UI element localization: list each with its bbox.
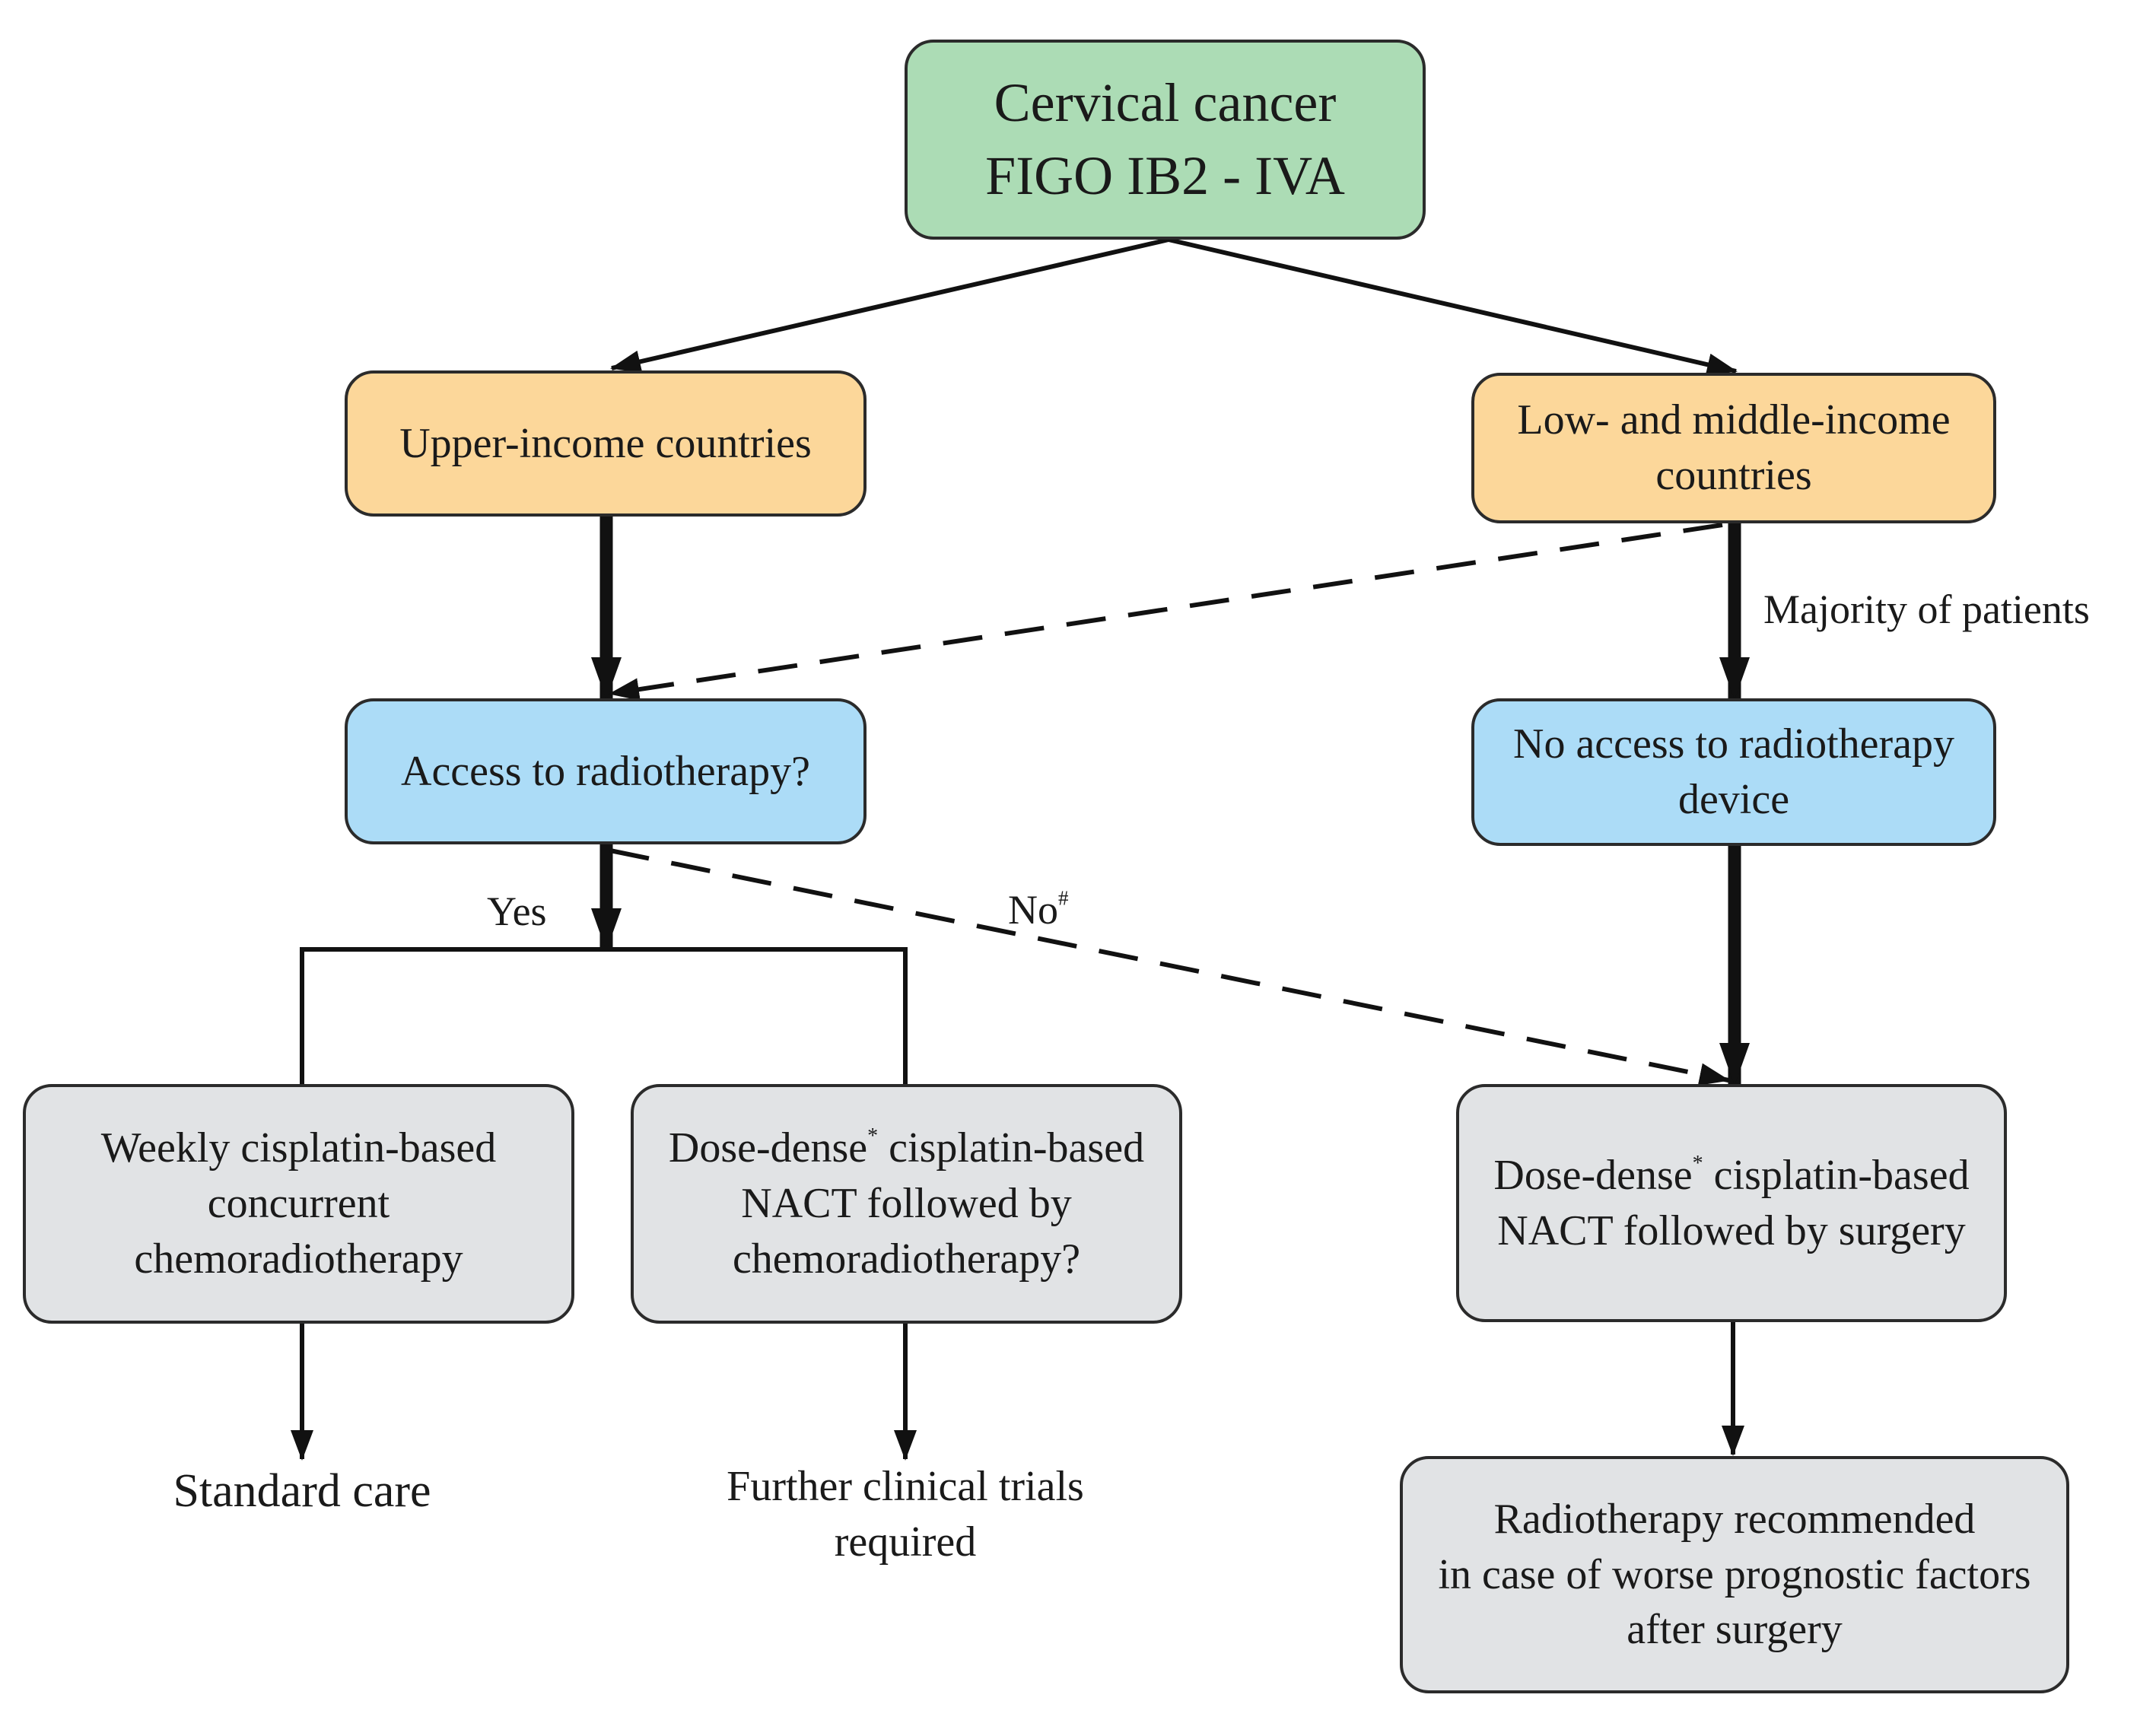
- edge-label-no-hash: #: [1058, 886, 1069, 910]
- node-low-middle-income-countries: Low- and middle-income countries: [1471, 373, 1996, 523]
- nact-crt-line1: Dose-dense* cisplatin-based: [668, 1124, 1145, 1172]
- weekly-crt-line1: Weekly cisplatin-based: [100, 1124, 497, 1172]
- node-no-access-to-radiotherapy: No access to radiotherapy device: [1471, 698, 1996, 846]
- upper-income-label: Upper-income countries: [399, 419, 812, 467]
- dashed-arrow-lmic-to-access: [609, 523, 1723, 701]
- nact-surgery-line2: NACT followed by surgery: [1497, 1207, 1966, 1254]
- node-radiotherapy-recommended: Radiotherapy recommended in case of wors…: [1400, 1456, 2069, 1693]
- root-node-cervical-cancer: Cervical cancer FIGO IB2 - IVA: [905, 40, 1426, 240]
- node-dose-dense-nact-crt: Dose-dense* cisplatin-based NACT followe…: [631, 1084, 1182, 1324]
- nact-crt-asterisk: *: [867, 1124, 879, 1149]
- node-dose-dense-nact-surgery: Dose-dense* cisplatin-based NACT followe…: [1456, 1084, 2007, 1322]
- arrow-root-to-lmic: [1168, 237, 1738, 377]
- edge-label-yes: Yes: [487, 889, 547, 934]
- yes-branch-bracket: [300, 947, 908, 1084]
- weekly-crt-line2: concurrent: [207, 1180, 390, 1228]
- root-stage: FIGO IB2 - IVA: [985, 145, 1345, 206]
- lmic-label-line2: countries: [1655, 452, 1812, 499]
- nact-crt-line3: chemoradiotherapy?: [732, 1235, 1081, 1283]
- no-access-label-line2: device: [1677, 776, 1790, 823]
- edge-label-majority-of-patients: Majority of patients: [1763, 587, 2090, 632]
- rt-rec-line1: Radiotherapy recommended: [1493, 1495, 1976, 1543]
- nact-crt-line2: NACT followed by: [741, 1180, 1072, 1228]
- further-trials-line2: required: [834, 1518, 977, 1566]
- no-access-label-line1: No access to radiotherapy: [1513, 720, 1954, 768]
- node-upper-income-countries: Upper-income countries: [345, 370, 867, 517]
- arrow-root-to-upper-income: [610, 237, 1169, 374]
- nact-surgery-line1: Dose-dense* cisplatin-based: [1493, 1151, 1970, 1199]
- node-weekly-cisplatin-crt: Weekly cisplatin-based concurrent chemor…: [23, 1084, 574, 1324]
- nact-surgery-asterisk: *: [1692, 1151, 1703, 1175]
- edge-label-no: No#: [1008, 886, 1069, 933]
- further-trials-line1: Further clinical trials: [727, 1463, 1084, 1510]
- outcome-further-trials: Further clinical trials required: [639, 1459, 1172, 1570]
- dashed-arrow-access-no-to-nact-surgery: [609, 848, 1730, 1086]
- rt-rec-line2: in case of worse prognostic factors: [1438, 1550, 2031, 1598]
- root-title: Cervical cancer: [994, 72, 1337, 134]
- rt-rec-line3: after surgery: [1627, 1606, 1843, 1654]
- lmic-label-line1: Low- and middle-income: [1517, 396, 1951, 444]
- node-access-to-radiotherapy: Access to radiotherapy?: [345, 698, 867, 844]
- outcome-standard-care: Standard care: [173, 1465, 431, 1517]
- weekly-crt-line3: chemoradiotherapy: [134, 1235, 463, 1283]
- access-rt-label: Access to radiotherapy?: [401, 747, 810, 795]
